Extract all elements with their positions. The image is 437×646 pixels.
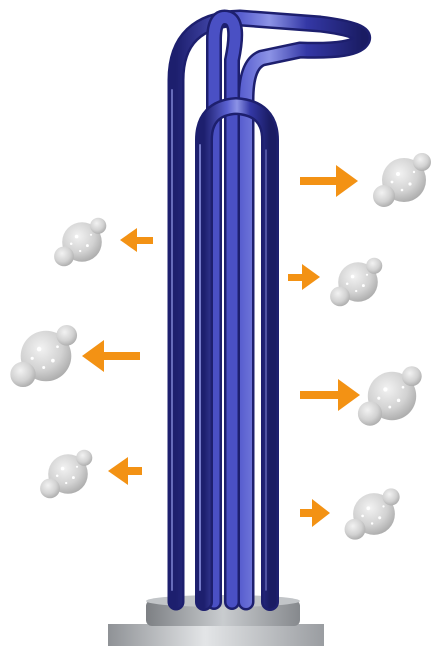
heat-arrows-right: [288, 165, 360, 527]
arrow-right-3: [300, 379, 360, 411]
arrow-right-2: [288, 264, 320, 290]
arrow-right-1: [300, 165, 358, 197]
bubble-cluster-left-1: [54, 218, 106, 267]
heat-arrows-left: [82, 228, 153, 485]
arrow-right-4: [300, 499, 330, 527]
arrow-left-3: [108, 457, 142, 485]
bubble-cluster-right-3: [358, 366, 422, 425]
bubble-cluster-left-3: [40, 450, 92, 499]
heating-coil-tubes: [172, 17, 363, 602]
bubble-cluster-right-1: [373, 153, 431, 207]
bubble-cluster-left-2: [10, 325, 77, 387]
bubble-cluster-right-4: [345, 488, 400, 539]
arrow-left-2: [82, 340, 140, 372]
arrow-left-1: [120, 228, 153, 252]
bubble-cluster-right-2: [330, 258, 382, 307]
